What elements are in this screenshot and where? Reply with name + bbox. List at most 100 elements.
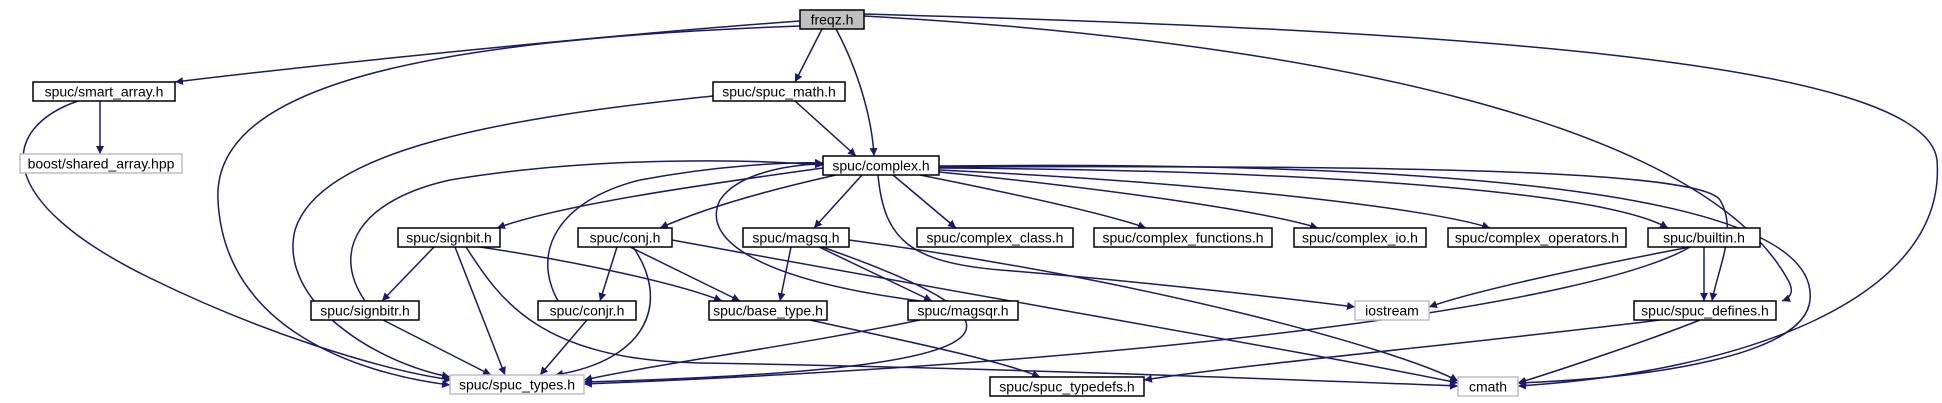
edge-conj-to-cmath [671, 239, 1459, 386]
edge-complex-to-iostream [877, 174, 1356, 310]
node-spuc-defines[interactable]: spuc/spuc_defines.h [1633, 300, 1777, 321]
node-complex-functions[interactable]: spuc/complex_functions.h [1093, 227, 1273, 248]
node-builtin[interactable]: spuc/builtin.h [1647, 227, 1761, 248]
edge-magsq-to-base-type [777, 246, 792, 302]
node-box [1647, 227, 1761, 248]
edge-complex-to-complex-operators [938, 169, 1491, 230]
edge-complex-to-signbit [496, 167, 824, 230]
edge-freqz-to-spuc-math [794, 28, 823, 83]
node-label: spuc/smart_array.h [45, 84, 164, 100]
node-spuc-math[interactable]: spuc/spuc_math.h [712, 81, 846, 102]
node-box [1447, 227, 1627, 248]
node-smart-array[interactable]: spuc/smart_array.h [32, 81, 176, 102]
node-box [19, 153, 183, 174]
edge-signbit-to-cmath [465, 246, 1459, 390]
node-label: freqz.h [811, 12, 854, 28]
edge-freqz-to-smart-array [174, 20, 801, 86]
edge-complex-to-conj [659, 174, 837, 229]
edge-signbitr-to-complex [350, 160, 824, 302]
edge-complex-to-builtin [938, 167, 1669, 229]
edges-layer [22, 13, 1939, 390]
node-label: spuc/conj.h [590, 230, 661, 246]
node-box [907, 300, 1019, 321]
node-magsq[interactable]: spuc/magsq.h [742, 227, 850, 248]
node-label: spuc/builtin.h [1663, 230, 1745, 246]
node-conjr[interactable]: spuc/conjr.h [537, 300, 637, 321]
node-complex-operators[interactable]: spuc/complex_operators.h [1447, 227, 1627, 248]
node-complex-io[interactable]: spuc/complex_io.h [1293, 227, 1427, 248]
edge-complex-to-cmath [938, 164, 1811, 387]
node-complex[interactable]: spuc/complex.h [822, 155, 940, 176]
node-magsqr[interactable]: spuc/magsqr.h [907, 300, 1019, 321]
node-box [712, 81, 846, 102]
node-label: boost/shared_array.hpp [28, 156, 175, 172]
node-box [32, 81, 176, 102]
node-spuc-typedefs[interactable]: spuc/spuc_typedefs.h [989, 376, 1145, 397]
node-label: spuc/complex_functions.h [1102, 230, 1263, 246]
node-box [799, 9, 865, 30]
node-box [1457, 376, 1519, 397]
edge-freqz-to-cmath [863, 13, 1939, 390]
node-label: spuc/conjr.h [550, 303, 625, 319]
node-label: spuc/signbit.h [406, 230, 492, 246]
edge-complex-to-complex-class [892, 174, 957, 229]
edge-conjr-to-spuc-types [539, 319, 588, 376]
node-label: spuc/complex_class.h [927, 230, 1064, 246]
node-box [449, 374, 585, 395]
edge-complex-to-complex-functions [919, 174, 1147, 230]
node-box [1293, 227, 1427, 248]
edge-spuc-defines-to-cmath [1517, 319, 1701, 385]
edge-builtin-to-spuc-types [583, 246, 1691, 388]
node-iostream: iostream [1354, 300, 1430, 321]
edge-conj-to-conjr [598, 246, 618, 302]
edge-base-type-to-spuc-typedefs [809, 319, 1041, 378]
edge-signbit-to-spuc-types [454, 246, 506, 376]
edge-spuc-math-to-spuc-types [292, 95, 714, 380]
node-label: spuc/signbitr.h [320, 303, 410, 319]
node-box [708, 300, 828, 321]
edge-magsq-to-magsqr [818, 246, 933, 302]
edge-magsq-to-cmath [848, 239, 1459, 382]
node-box [310, 300, 420, 321]
node-label: spuc/spuc_types.h [459, 377, 575, 393]
node-box [1633, 300, 1777, 321]
node-label: spuc/magsq.h [752, 230, 839, 246]
nodes-layer: freqz.h spuc/smart_array.h spuc/spuc_math.… [19, 9, 1777, 397]
node-signbit[interactable]: spuc/signbit.h [397, 227, 501, 248]
edge-signbit-to-base-type [479, 246, 723, 302]
node-box [742, 227, 850, 248]
node-label: spuc/complex.h [832, 158, 929, 174]
edge-magsq-to-spuc-types [583, 246, 968, 386]
node-box [577, 227, 673, 248]
node-label: spuc/magsqr.h [917, 303, 1008, 319]
edge-spuc-math-to-complex [794, 100, 857, 157]
node-box [1354, 300, 1430, 321]
edge-freqz-to-complex [835, 28, 878, 157]
node-conj[interactable]: spuc/conj.h [577, 227, 673, 248]
edge-spuc-defines-to-spuc-typedefs [1143, 319, 1661, 383]
edge-conj-to-base-type [629, 246, 741, 302]
node-spuc-types: spuc/spuc_types.h [449, 374, 585, 395]
edge-complex-to-complex-io [938, 171, 1319, 230]
edge-smart-array-to-spuc-types [22, 100, 453, 383]
node-complex-class[interactable]: spuc/complex_class.h [916, 227, 1074, 248]
node-cmath: cmath [1457, 376, 1519, 397]
node-shared-array: boost/shared_array.hpp [19, 153, 183, 174]
node-label: spuc/base_type.h [713, 303, 823, 319]
node-label: spuc/complex_operators.h [1455, 230, 1619, 246]
node-box [916, 227, 1074, 248]
node-label: spuc/spuc_typedefs.h [999, 379, 1134, 395]
edge-magsqr-to-spuc-types [583, 319, 921, 383]
edge-signbit-to-signbitr [381, 246, 435, 302]
node-freqz[interactable]: freqz.h [799, 9, 865, 30]
node-box [822, 155, 940, 176]
node-box [1093, 227, 1273, 248]
node-box [989, 376, 1145, 397]
node-signbitr[interactable]: spuc/signbitr.h [310, 300, 420, 321]
edge-conj-to-spuc-types [554, 246, 652, 378]
node-base-type[interactable]: spuc/base_type.h [708, 300, 828, 321]
edge-conjr-to-complex [547, 158, 824, 302]
edge-freqz-to-spuc-defines [863, 15, 1793, 302]
node-label: spuc/spuc_defines.h [1641, 303, 1769, 319]
